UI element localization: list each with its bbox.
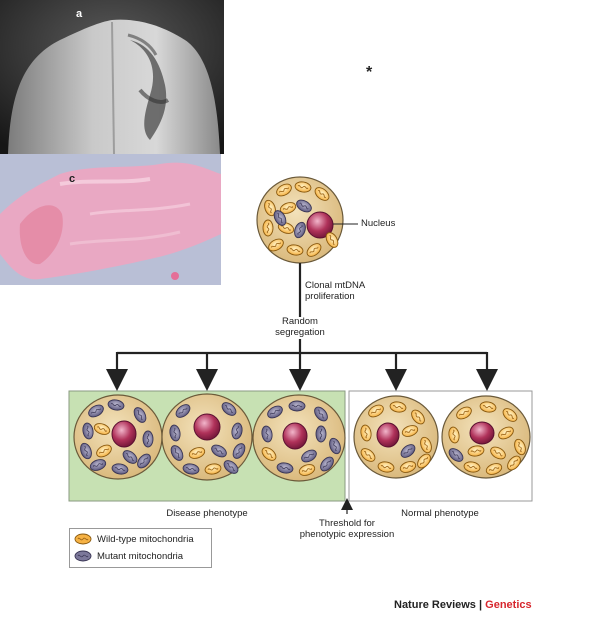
credit-separator: | (475, 599, 486, 611)
journal-name: Nature Reviews (394, 599, 476, 611)
disease-cell-2 (161, 393, 253, 481)
nucleus-label: Nucleus (361, 218, 396, 229)
legend-mutant-label: Mutant mitochondria (97, 550, 184, 562)
step2-line1: Random (282, 316, 318, 327)
legend-box: Wild-type mitochondria Mutant mitochondr… (69, 528, 212, 568)
journal-section: Genetics (485, 599, 532, 611)
parent-cell (256, 176, 344, 264)
legend-item-wild-type: Wild-type mitochondria (74, 531, 194, 547)
legend-item-mutant: Mutant mitochondria (74, 548, 183, 564)
asterisk-marker: * (366, 64, 373, 81)
panel-c-label: c (69, 173, 76, 185)
photo-back-skin (0, 0, 224, 154)
step2-line2: segregation (275, 327, 325, 338)
normal-cell-1 (353, 395, 439, 479)
disease-cell-1 (73, 394, 163, 480)
disease-phenotype-label: Disease phenotype (166, 508, 248, 519)
mutant-mitochondrion-icon (74, 550, 92, 562)
normal-phenotype-label: Normal phenotype (401, 508, 479, 519)
step1-line1: Clonal mtDNA (305, 280, 366, 291)
normal-cell-2 (441, 395, 531, 479)
disease-cell-3 (252, 394, 346, 482)
wild-type-mitochondrion-icon (74, 533, 92, 545)
legend-wild-type-label: Wild-type mitochondria (97, 533, 194, 545)
threshold-line1: Threshold for (319, 518, 375, 529)
panel-b-label: b (315, 8, 322, 20)
journal-credit: Nature Reviews | Genetics (394, 599, 532, 611)
photo-histology (0, 154, 221, 285)
panel-a-label: a (76, 8, 83, 20)
step1-line2: proliferation (305, 291, 355, 302)
threshold-line2: phenotypic expression (299, 529, 395, 540)
